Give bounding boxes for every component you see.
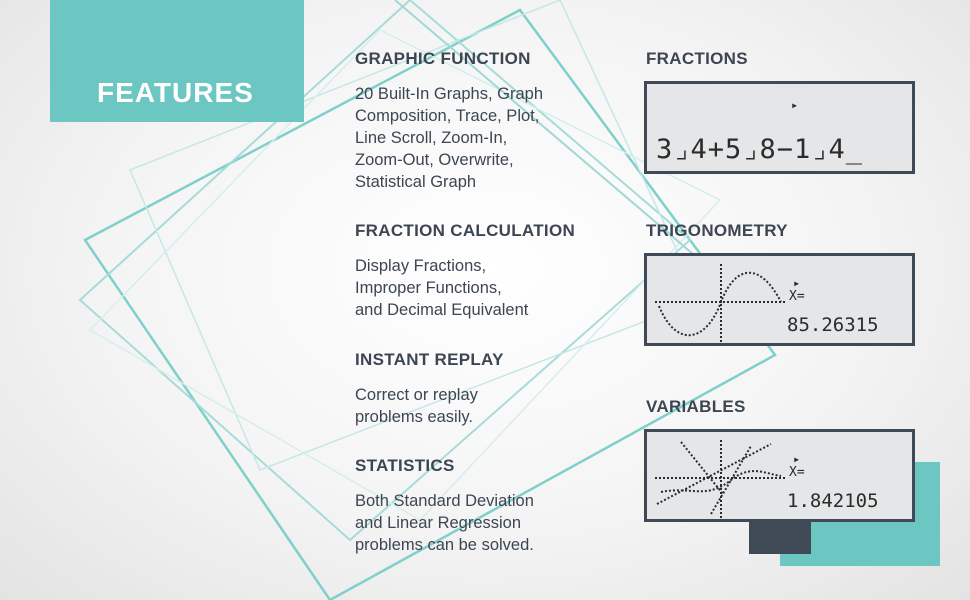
feature-title: FRACTION CALCULATION bbox=[355, 221, 576, 240]
features-badge: FEATURES bbox=[50, 0, 304, 122]
play-indicator-icon: ▸ bbox=[791, 98, 799, 112]
play-indicator-icon: ▸ bbox=[793, 452, 801, 466]
lcd-trigonometry: ▸ X= 85.26315 bbox=[644, 253, 915, 346]
feature-statistics: STATISTICS Both Standard Deviation and L… bbox=[355, 456, 610, 556]
feature-graphic-function: GRAPHIC FUNCTION 20 Built-In Graphs, Gra… bbox=[355, 49, 610, 193]
display-title-variables: VARIABLES bbox=[646, 397, 746, 416]
sine-graph bbox=[655, 264, 785, 342]
feature-title: STATISTICS bbox=[355, 456, 455, 475]
feature-title: INSTANT REPLAY bbox=[355, 350, 504, 369]
accent-block-dark bbox=[749, 520, 811, 554]
feature-text: 20 Built-In Graphs, Graph Composition, T… bbox=[355, 85, 544, 191]
display-title-trigonometry: TRIGONOMETRY bbox=[646, 221, 788, 240]
x-label: X= bbox=[789, 465, 805, 480]
play-indicator-icon: ▸ bbox=[793, 276, 801, 290]
feature-text: Correct or replay problems easily. bbox=[355, 386, 478, 426]
features-badge-label: FEATURES bbox=[97, 77, 254, 108]
feature-instant-replay: INSTANT REPLAY Correct or replay problem… bbox=[355, 350, 610, 428]
lcd-variables: ▸ X= 1.842105 bbox=[644, 429, 915, 522]
x-label: X= bbox=[789, 289, 805, 304]
lcd-fractions: ▸ 3⌟4+5⌟8−1⌟4_ bbox=[644, 81, 915, 174]
feature-fraction-calculation: FRACTION CALCULATION Display Fractions, … bbox=[355, 221, 610, 321]
feature-text: Both Standard Deviation and Linear Regre… bbox=[355, 492, 534, 554]
x-value: 1.842105 bbox=[787, 490, 879, 512]
regression-graph bbox=[655, 440, 785, 518]
feature-title: GRAPHIC FUNCTION bbox=[355, 49, 531, 68]
display-title-fractions: FRACTIONS bbox=[646, 49, 748, 68]
feature-text: Display Fractions, Improper Functions, a… bbox=[355, 257, 529, 319]
x-value: 85.26315 bbox=[787, 314, 879, 336]
fraction-expression: 3⌟4+5⌟8−1⌟4_ bbox=[656, 134, 864, 165]
